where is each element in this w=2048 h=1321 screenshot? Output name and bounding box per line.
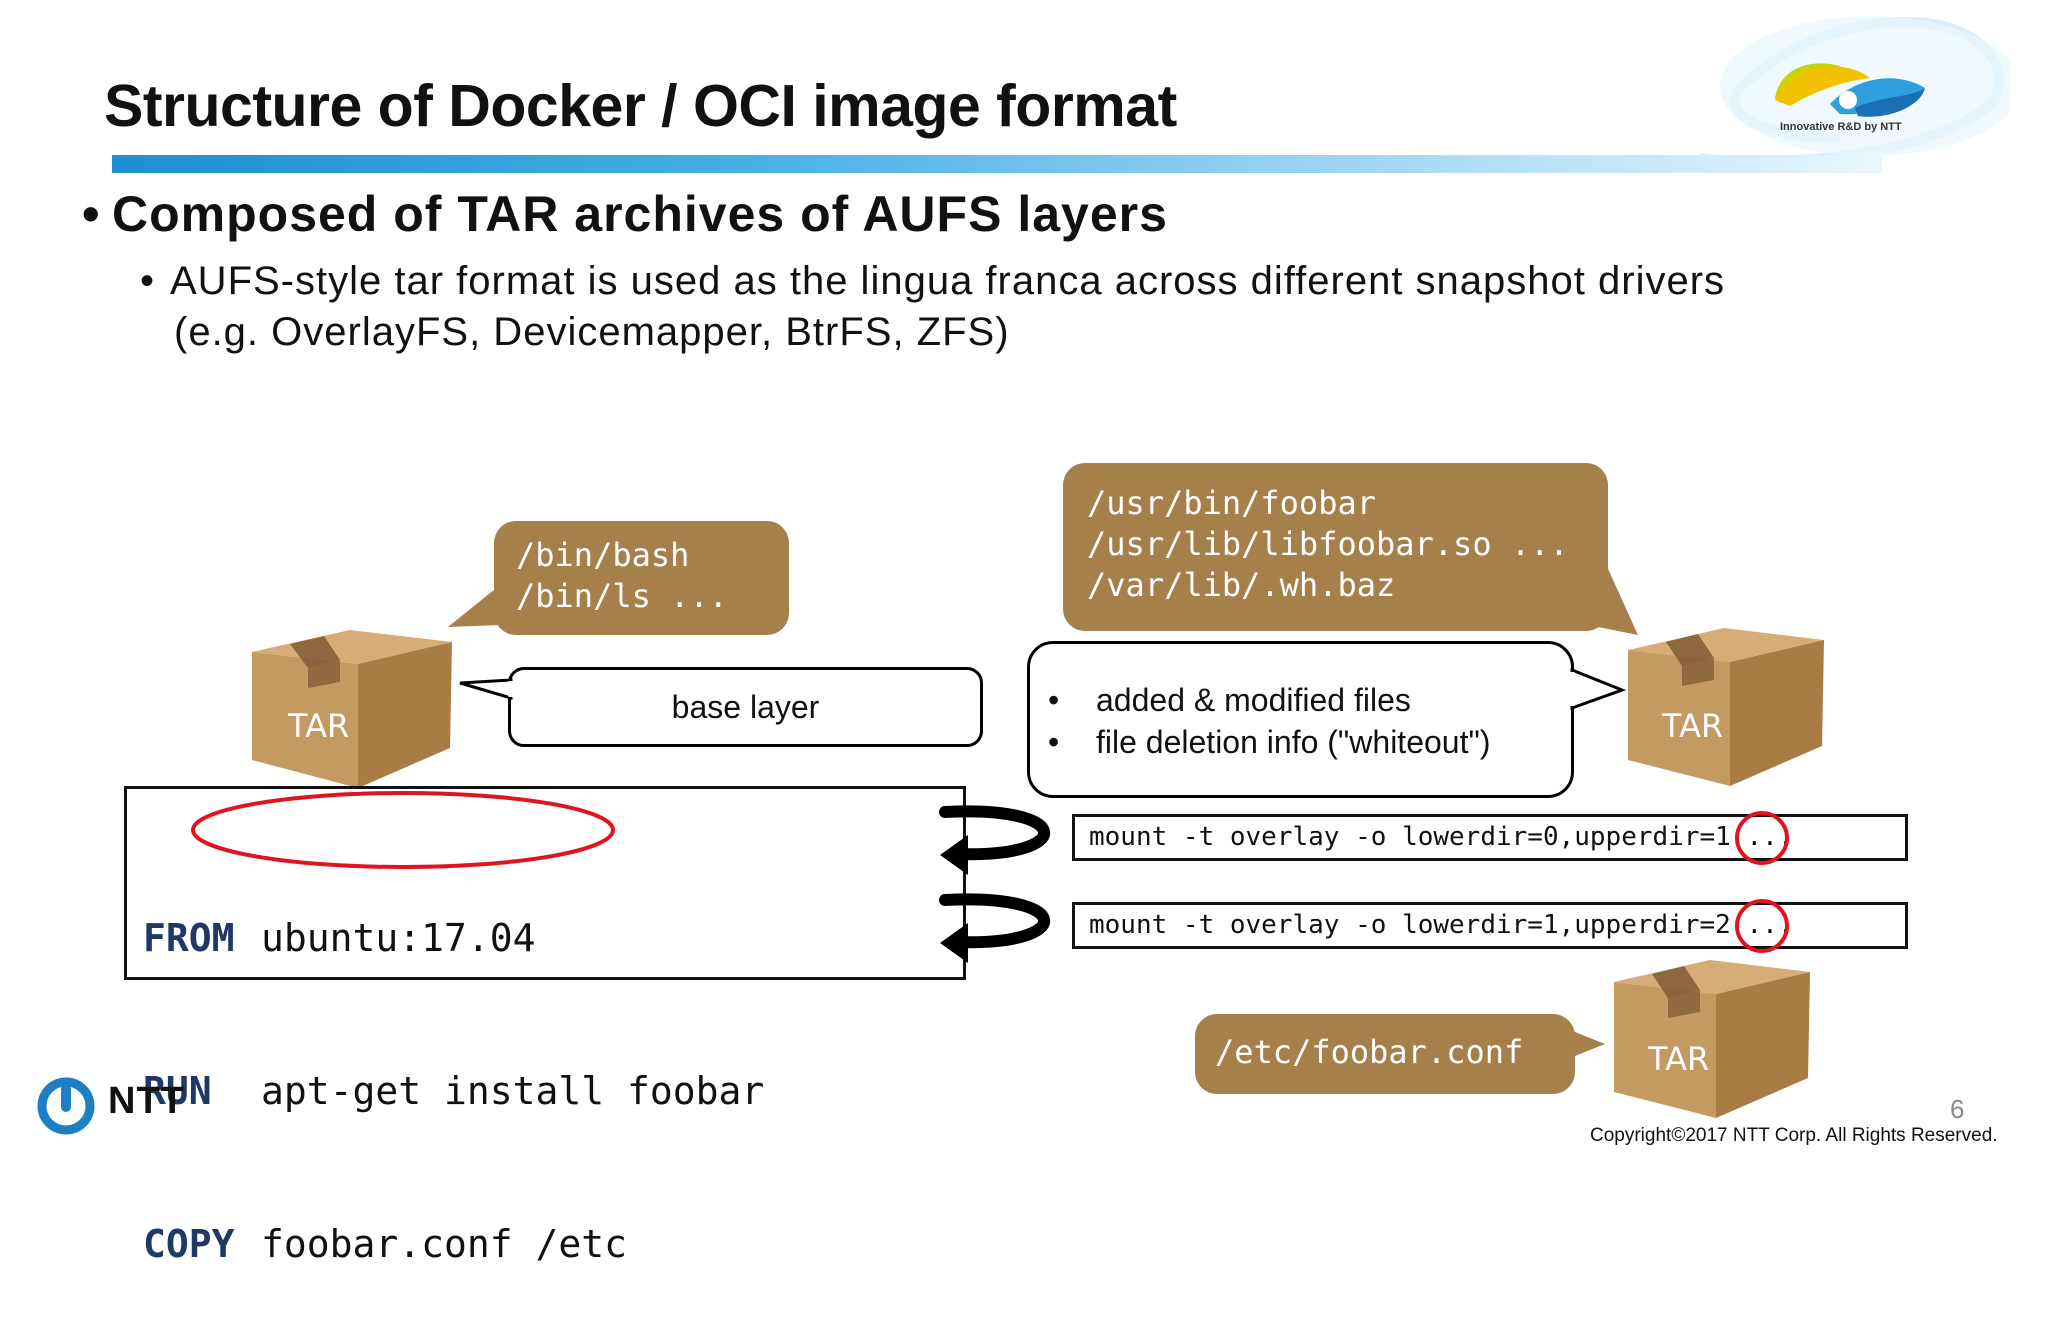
diff-layer-bubble: • added & modified files • file deletion i… bbox=[1027, 641, 1574, 798]
highlight-upperdir2-ellipse bbox=[1735, 899, 1789, 953]
bubble-tails bbox=[459, 667, 1627, 711]
arrow-head-1 bbox=[940, 835, 968, 875]
bullet-dot: • bbox=[82, 186, 101, 242]
title-underline-bar bbox=[112, 155, 1882, 173]
ntt-logo-text: NTT bbox=[108, 1080, 185, 1122]
tar-box-3 bbox=[1614, 960, 1810, 1118]
dockerfile-line: RUN apt-get install foobar bbox=[143, 1066, 963, 1117]
dockerfile-arg: apt-get install foobar bbox=[261, 1069, 765, 1113]
dockerfile-keyword: FROM bbox=[143, 916, 235, 960]
sub-bullet-line2: (e.g. OverlayFS, Devicemapper, BtrFS, ZF… bbox=[174, 310, 1010, 354]
page-number: 6 bbox=[1950, 1094, 1965, 1124]
annotation-overlay bbox=[191, 791, 1789, 963]
tar-label-1: TAR bbox=[288, 707, 350, 745]
main-bullet-text: Composed of TAR archives of AUFS layers bbox=[112, 186, 1168, 242]
tar-box-1 bbox=[252, 630, 452, 788]
whiteout-item-text: file deletion info ("whiteout") bbox=[1096, 724, 1491, 760]
callout-conf-file: /etc/foobar.conf bbox=[1195, 1014, 1575, 1094]
tar-box-2 bbox=[1628, 628, 1824, 786]
list-item: • file deletion info ("whiteout") bbox=[1048, 724, 1571, 766]
ntt-logo-icon bbox=[37, 1077, 95, 1135]
base-layer-label: base layer bbox=[671, 689, 820, 725]
ntt-rd-logo bbox=[1699, 16, 2010, 167]
dockerfile-keyword: COPY bbox=[143, 1222, 235, 1266]
dockerfile-line: COPY foobar.conf /etc bbox=[143, 1219, 963, 1270]
tar-label-2: TAR bbox=[1662, 707, 1724, 745]
tar-label-3: TAR bbox=[1648, 1040, 1710, 1078]
slide-title: Structure of Docker / OCI image format bbox=[104, 73, 1177, 139]
curved-arrow-2 bbox=[939, 893, 1051, 949]
list-bullet: • bbox=[1048, 724, 1060, 760]
mount-command-1: mount -t overlay -o lowerdir=0,upperdir=… bbox=[1072, 814, 1908, 861]
logo-tagline: Innovative R&D by NTT bbox=[1780, 121, 1902, 133]
dockerfile-arg: foobar.conf /etc bbox=[261, 1222, 628, 1266]
sub-bullet-line1: AUFS-style tar format is used as the lin… bbox=[170, 259, 1726, 303]
highlight-upperdir1-ellipse bbox=[1735, 811, 1789, 865]
curved-arrow-1 bbox=[939, 805, 1051, 861]
callout-base-files: /bin/bash /bin/ls ... bbox=[494, 521, 789, 635]
sub-bullet-dot: • bbox=[140, 259, 156, 303]
arrow-head-2 bbox=[940, 923, 968, 963]
dockerfile-line: FROM ubuntu:17.04 bbox=[143, 913, 963, 964]
dockerfile-keyword: RUN bbox=[143, 1069, 212, 1113]
main-bullet: •Composed of TAR archives of AUFS layers bbox=[82, 185, 1168, 243]
list-bullet: • bbox=[1048, 682, 1060, 718]
list-item: • added & modified files bbox=[1048, 682, 1571, 724]
callout-layer-files: /usr/bin/foobar /usr/lib/libfoobar.so ..… bbox=[1063, 463, 1608, 631]
dockerfile-arg: ubuntu:17.04 bbox=[261, 916, 536, 960]
highlight-ubuntu-ellipse bbox=[191, 791, 615, 869]
sub-bullet: • AUFS-style tar format is used as the li… bbox=[140, 256, 1725, 358]
added-item-text: added & modified files bbox=[1096, 682, 1411, 718]
copyright-text: Copyright©2017 NTT Corp. All Rights Rese… bbox=[1590, 1125, 1998, 1146]
base-layer-bubble: base layer bbox=[508, 667, 983, 747]
mount-command-2: mount -t overlay -o lowerdir=1,upperdir=… bbox=[1072, 902, 1908, 949]
